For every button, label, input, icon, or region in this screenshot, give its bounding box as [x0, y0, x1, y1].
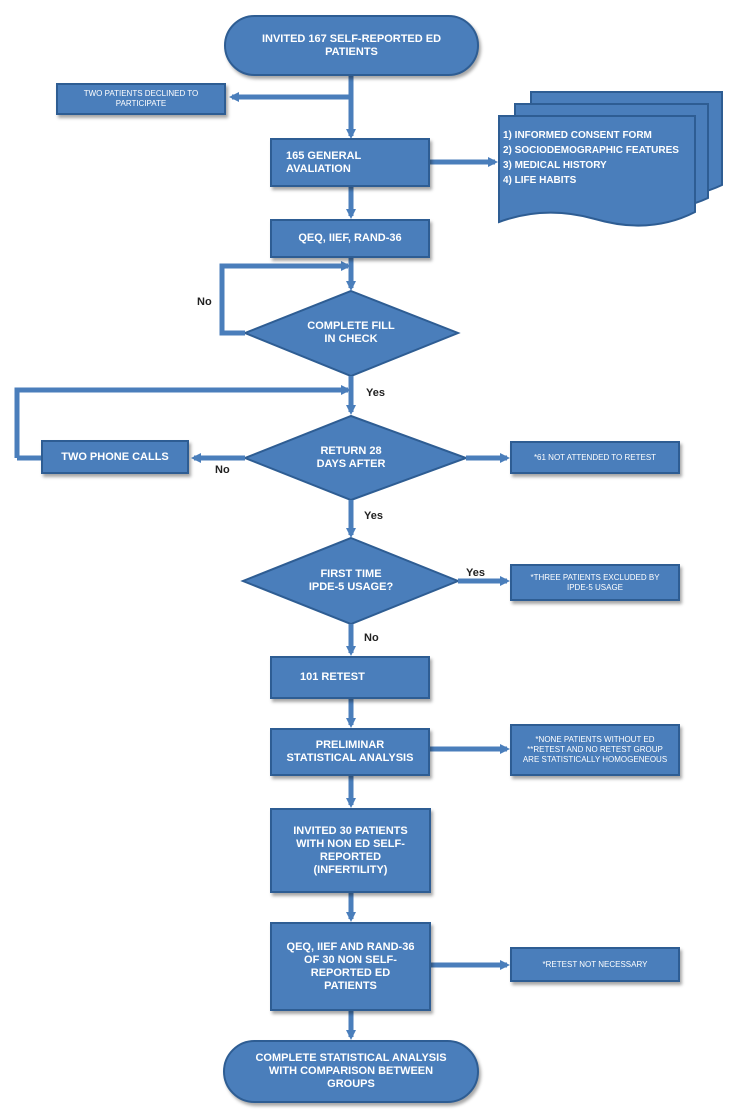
- phone-calls-box: TWO PHONE CALLS: [41, 440, 189, 474]
- document-item: 1) INFORMED CONSENT FORM: [503, 130, 652, 141]
- questionnaires-box: QEQ, IIEF, RAND-36: [270, 219, 430, 258]
- end-terminal-text: COMPLETE STATISTICAL ANALYSIS WITH COMPA…: [255, 1052, 447, 1090]
- declined-note-text: TWO PATIENTS DECLINED TO PARTICIPATE: [83, 89, 199, 108]
- yes-label-ipde: Yes: [466, 567, 485, 579]
- ipde-text: FIRST TIME IPDE-5 USAGE?: [308, 568, 394, 593]
- excluded-text: *THREE PATIENTS EXCLUDED BY IPDE-5 USAGE: [530, 572, 660, 592]
- connectors: [14, 76, 510, 1040]
- preliminar-note: *NONE PATIENTS WITHOUT ED **RETEST AND N…: [510, 724, 680, 776]
- excluded-note: *THREE PATIENTS EXCLUDED BY IPDE-5 USAGE: [510, 564, 680, 601]
- no-label-ipde: No: [364, 632, 379, 644]
- no-label-return: No: [215, 464, 230, 476]
- documents-shape: [498, 91, 723, 227]
- not-attended-text: *61 NOT ATTENDED TO RETEST: [533, 452, 657, 462]
- declined-note: TWO PATIENTS DECLINED TO PARTICIPATE: [56, 83, 226, 115]
- phone-calls-text: TWO PHONE CALLS: [61, 450, 169, 463]
- retest-box: 101 RETEST: [270, 656, 430, 699]
- fill-check-text-wrap: COMPLETE FILL IN CHECK: [275, 312, 427, 354]
- retest-not-necessary-text: *RETEST NOT NECESSARY: [542, 959, 648, 969]
- yes-label-fill: Yes: [366, 387, 385, 399]
- invited30-text: INVITED 30 PATIENTS WITH NON ED SELF- RE…: [293, 824, 408, 876]
- invited30-box: INVITED 30 PATIENTS WITH NON ED SELF- RE…: [270, 808, 431, 893]
- return-text-wrap: RETURN 28 DAYS AFTER: [275, 437, 427, 479]
- general-evaluation-text: 165 GENERAL AVALIATION: [286, 149, 362, 175]
- fill-check-text: COMPLETE FILL IN CHECK: [307, 320, 395, 345]
- document-item: 3) MEDICAL HISTORY: [503, 160, 607, 171]
- no-label-fill: No: [197, 296, 212, 308]
- document-item: 4) LIFE HABITS: [503, 175, 577, 186]
- questionnaires-text: QEQ, IIEF, RAND-36: [298, 232, 402, 244]
- yes-label-return: Yes: [364, 510, 383, 522]
- preliminar-note-text: *NONE PATIENTS WITHOUT ED **RETEST AND N…: [522, 735, 668, 764]
- return-text: RETURN 28 DAYS AFTER: [316, 445, 386, 470]
- ipde-text-wrap: FIRST TIME IPDE-5 USAGE?: [275, 560, 427, 602]
- retest-text: 101 RETEST: [300, 671, 365, 683]
- start-terminal: INVITED 167 SELF-REPORTED ED PATIENTS: [224, 15, 479, 76]
- preliminar-box: PRELIMINAR STATISTICAL ANALYSIS: [270, 728, 430, 776]
- not-attended-note: *61 NOT ATTENDED TO RETEST: [510, 441, 680, 474]
- qeq30-box: QEQ, IIEF AND RAND-36 OF 30 NON SELF- RE…: [270, 922, 431, 1011]
- preliminar-text: PRELIMINAR STATISTICAL ANALYSIS: [286, 739, 414, 764]
- document-item: 2) SOCIODEMOGRAPHIC FEATURES: [503, 145, 679, 156]
- documents-list: 1) INFORMED CONSENT FORM 2) SOCIODEMOGRA…: [503, 128, 693, 188]
- end-terminal: COMPLETE STATISTICAL ANALYSIS WITH COMPA…: [223, 1040, 479, 1103]
- qeq30-text: QEQ, IIEF AND RAND-36 OF 30 NON SELF- RE…: [286, 940, 415, 992]
- start-terminal-text: INVITED 167 SELF-REPORTED ED PATIENTS: [261, 32, 442, 58]
- retest-not-necessary-note: *RETEST NOT NECESSARY: [510, 947, 680, 982]
- general-evaluation-box: 165 GENERAL AVALIATION: [270, 138, 430, 187]
